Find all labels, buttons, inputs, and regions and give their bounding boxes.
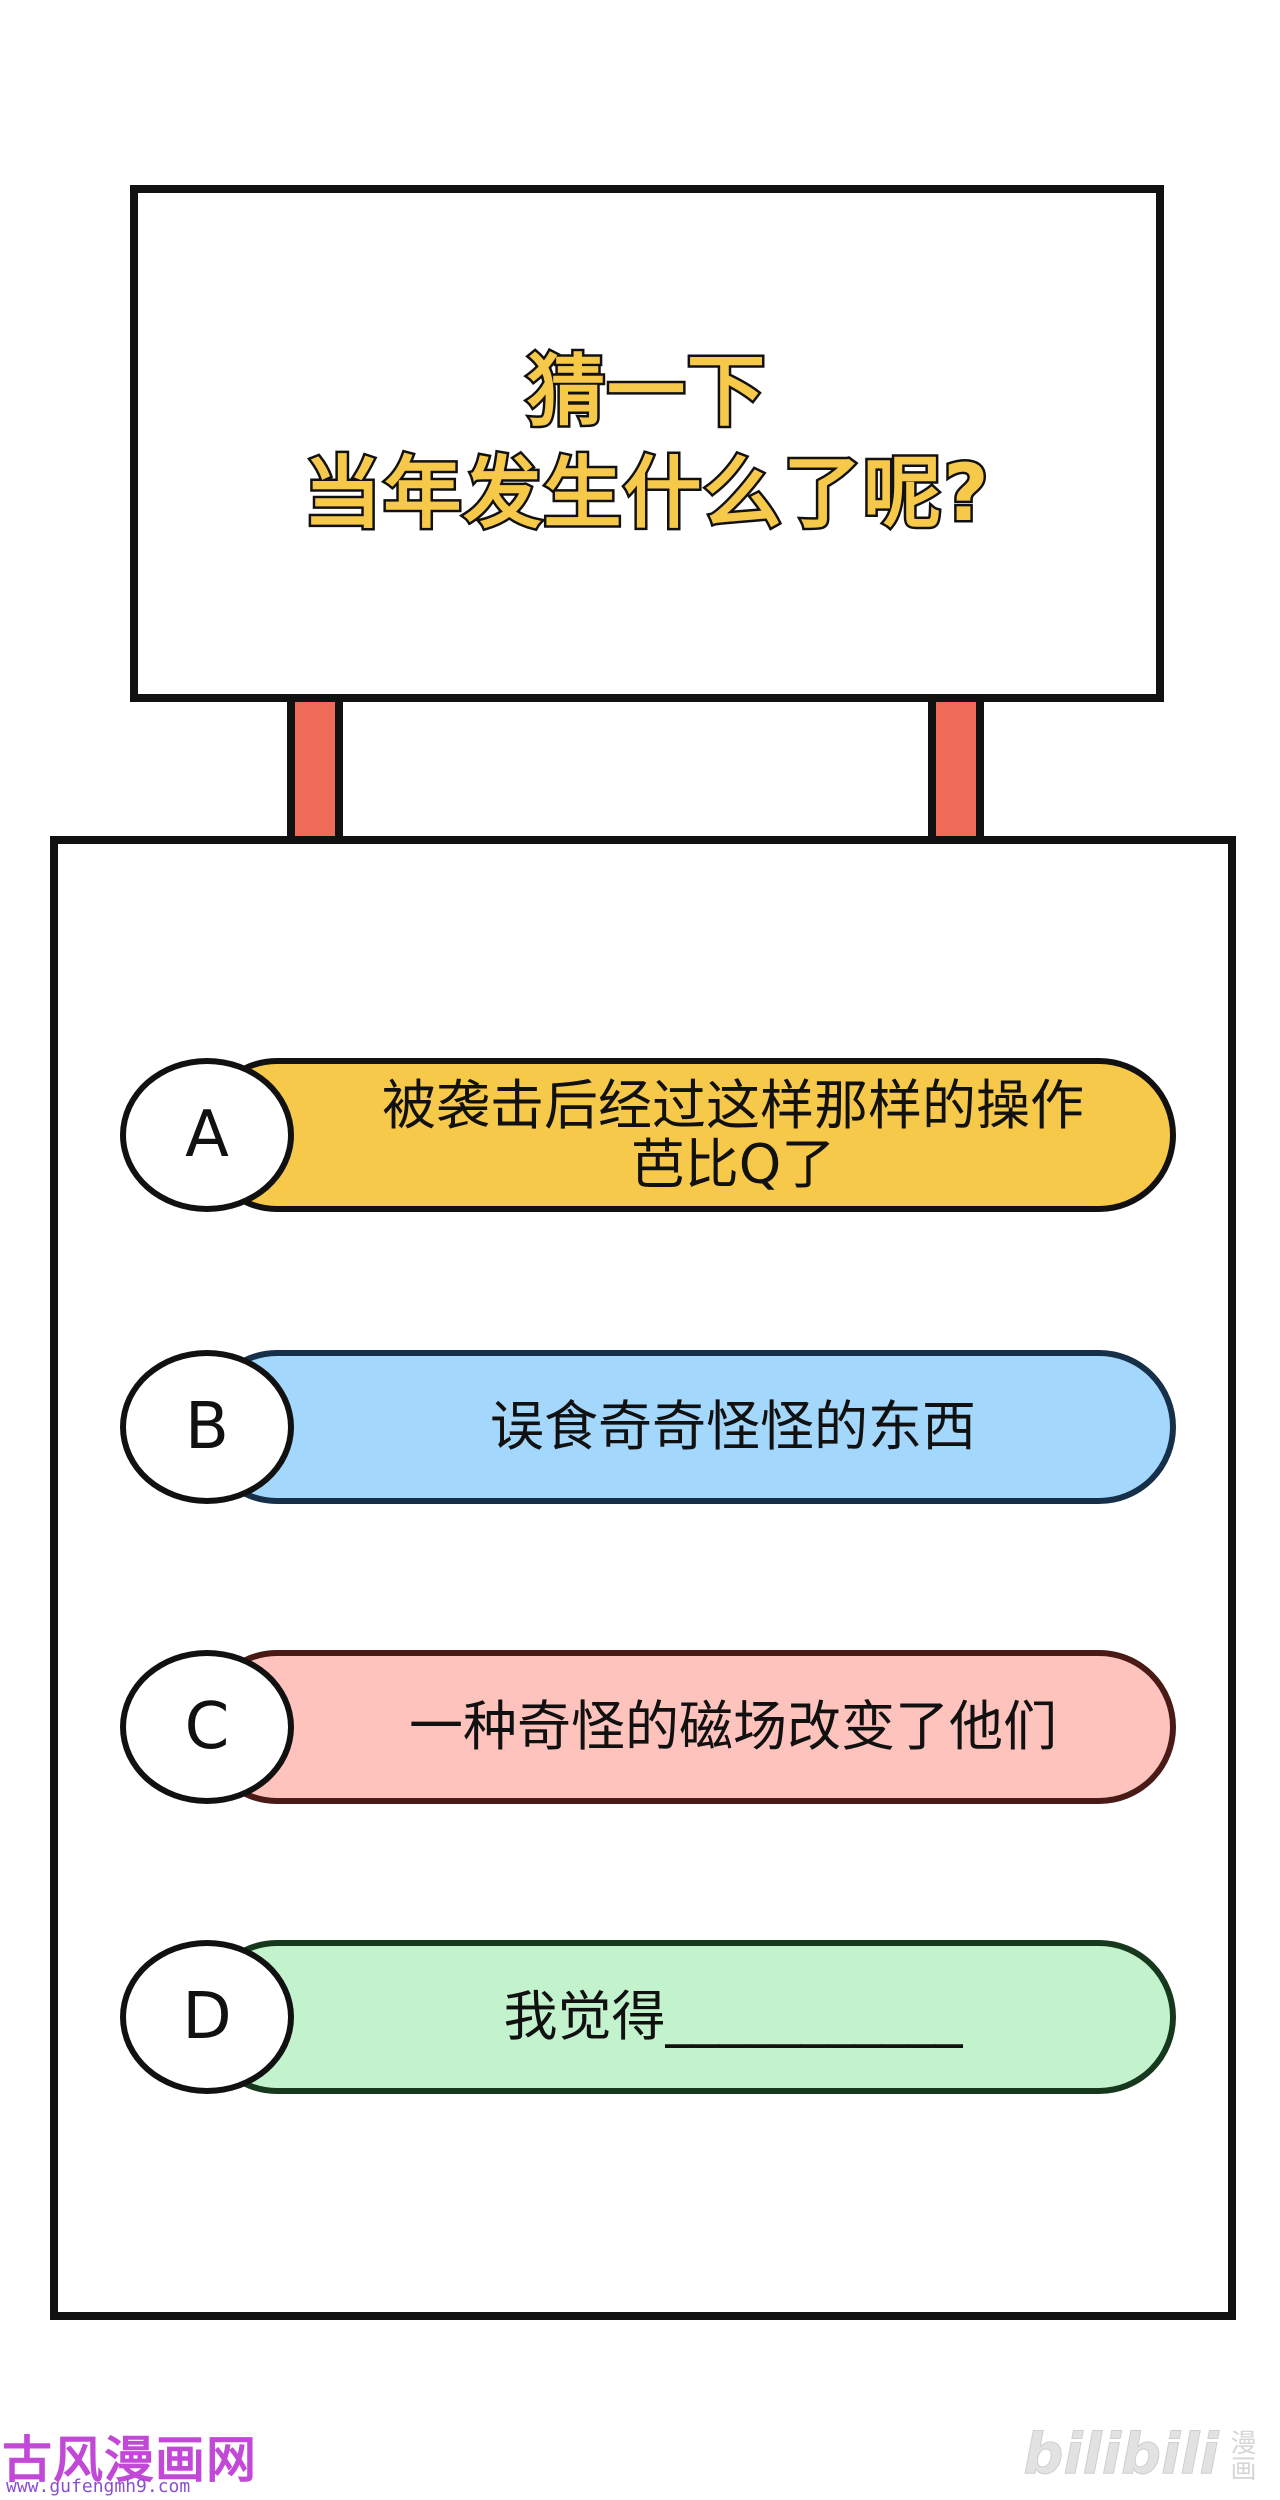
option-a-letter-badge[interactable]: A bbox=[120, 1058, 294, 1212]
option-b-pill[interactable]: 误食奇奇怪怪的东西 bbox=[200, 1350, 1176, 1504]
option-b-text: 误食奇奇怪怪的东西 bbox=[490, 1395, 976, 1459]
option-d-letter: D bbox=[182, 1980, 232, 2054]
sign-title-line-1: 猜一下 bbox=[524, 345, 767, 440]
option-b-letter-badge[interactable]: B bbox=[120, 1350, 294, 1504]
option-c-letter: C bbox=[184, 1690, 230, 1764]
watermark-site-url: www.gufengmh9.com bbox=[6, 2476, 191, 2497]
sign-title-line-2: 当年发生什么了呢? bbox=[301, 446, 991, 541]
option-a-text: 被袭击后经过这样那样的操作 芭比Q了 bbox=[382, 1073, 1084, 1196]
option-a-text-line-2: 芭比Q了 bbox=[630, 1133, 836, 1196]
sign-post-right bbox=[928, 702, 984, 840]
option-d-pill[interactable]: 我觉得___________ bbox=[200, 1940, 1176, 2094]
option-d[interactable]: 我觉得___________ D bbox=[120, 1940, 1176, 2094]
watermark-site-name: 古风漫画网 bbox=[2, 2431, 257, 2489]
option-a-letter: A bbox=[185, 1098, 229, 1172]
option-a[interactable]: 被袭击后经过这样那样的操作 芭比Q了 A bbox=[120, 1058, 1176, 1212]
watermark-bilibili: bilibili 漫画 bbox=[1023, 2422, 1256, 2488]
option-d-letter-badge[interactable]: D bbox=[120, 1940, 294, 2094]
option-b[interactable]: 误食奇奇怪怪的东西 B bbox=[120, 1350, 1176, 1504]
sign-post-left bbox=[287, 702, 343, 840]
question-sign: 猜一下 当年发生什么了呢? bbox=[130, 185, 1164, 702]
bilibili-manga-label: 漫画 bbox=[1226, 2428, 1256, 2481]
option-b-letter: B bbox=[185, 1390, 229, 1464]
option-a-pill[interactable]: 被袭击后经过这样那样的操作 芭比Q了 bbox=[200, 1058, 1176, 1212]
option-c[interactable]: 一种奇怪的磁场改变了他们 C bbox=[120, 1650, 1176, 1804]
option-c-pill[interactable]: 一种奇怪的磁场改变了他们 bbox=[200, 1650, 1176, 1804]
option-c-text: 一种奇怪的磁场改变了他们 bbox=[409, 1695, 1057, 1759]
bilibili-logo: bilibili bbox=[1023, 2422, 1219, 2488]
option-d-text: 我觉得___________ bbox=[503, 1985, 963, 2049]
option-a-text-line-1: 被袭击后经过这样那样的操作 bbox=[382, 1073, 1084, 1137]
option-c-letter-badge[interactable]: C bbox=[120, 1650, 294, 1804]
